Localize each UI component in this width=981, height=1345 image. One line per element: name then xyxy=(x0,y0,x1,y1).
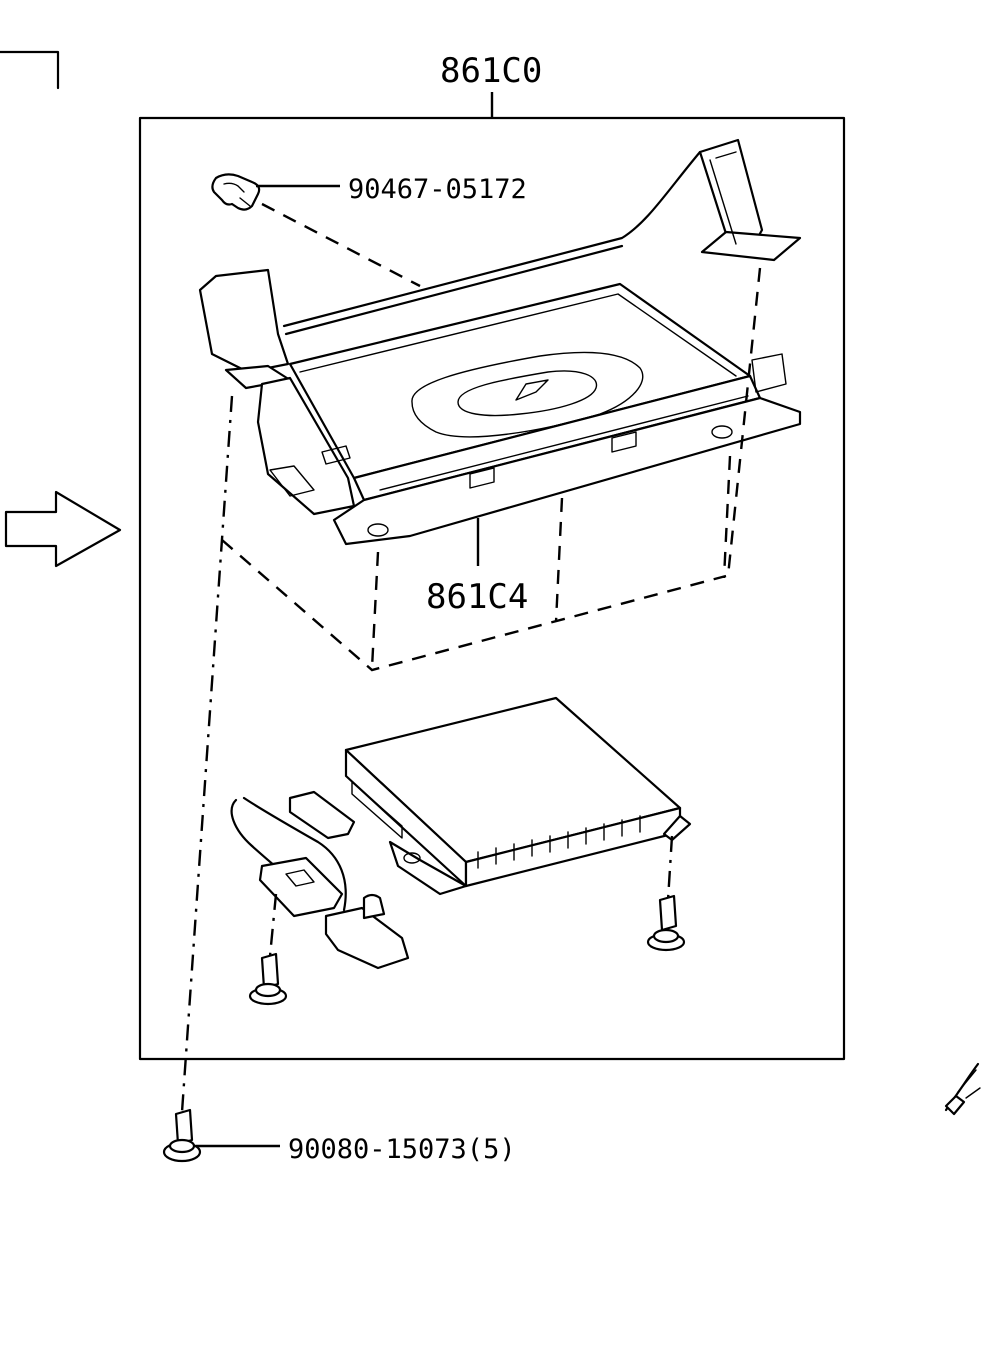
control-module xyxy=(344,696,692,896)
bracket-drop-dash-1 xyxy=(370,551,380,669)
label-screw: 90080-15073(5) xyxy=(288,1134,516,1165)
corner-frame-mark xyxy=(0,50,60,90)
partial-part-right-edge xyxy=(944,1062,981,1116)
right-post-dashline xyxy=(726,267,762,577)
screw-axis-dashline xyxy=(180,395,234,1113)
clip-mount-dashline xyxy=(261,202,421,288)
wire-harness xyxy=(230,790,410,970)
view-direction-arrow-icon xyxy=(4,490,122,568)
clip-part xyxy=(211,173,261,211)
label-bracket: 861C4 xyxy=(426,577,528,617)
screw-small-right xyxy=(646,835,686,952)
bracket-projection-dashline xyxy=(221,539,727,672)
bracket-drop-dash-2 xyxy=(554,497,564,623)
label-assembly: 861C0 xyxy=(440,51,542,91)
label-clip: 90467-05172 xyxy=(348,174,527,205)
bracket-drop-dash-3 xyxy=(722,455,732,579)
screw-bottom xyxy=(162,1108,202,1163)
bracket-tray xyxy=(198,138,802,546)
screw-small-left xyxy=(248,893,288,1006)
